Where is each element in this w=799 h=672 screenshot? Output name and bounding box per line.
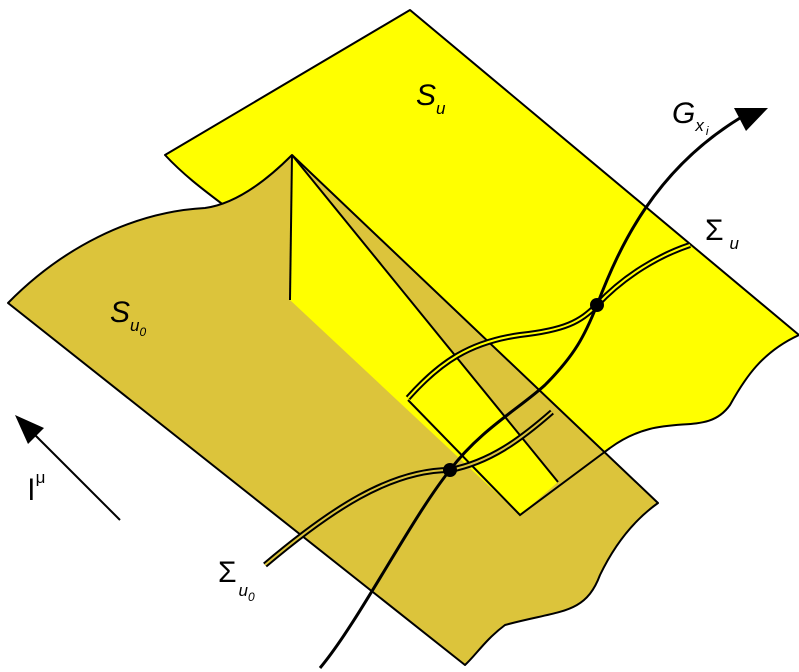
- sigma-u0-double-line-inner: [264, 411, 553, 566]
- lower-surface-s-u0: [7, 154, 659, 666]
- label-s-u: Su: [416, 79, 446, 118]
- label-l-mu: lμ: [28, 468, 45, 507]
- intersection-point-sigma-u: [590, 298, 604, 312]
- l-mu-arrowhead: [15, 415, 44, 444]
- label-s-u0: Su0: [110, 296, 146, 339]
- overlap-panel-right-edge: [291, 154, 559, 483]
- label-sigma-u0: Σu0: [218, 556, 255, 604]
- generator-curve-g-xi: [318, 116, 741, 669]
- l-mu-arrow-shaft: [31, 431, 121, 521]
- upper-surface-overlap-panel: [290, 155, 558, 515]
- intersection-point-sigma-u0: [443, 463, 457, 477]
- sigma-u-double-line-inner: [407, 244, 691, 399]
- upper-surface-front-edge: [407, 399, 611, 517]
- overlap-panel-left-edge: [289, 154, 293, 301]
- generator-curve-arrowhead: [734, 108, 768, 131]
